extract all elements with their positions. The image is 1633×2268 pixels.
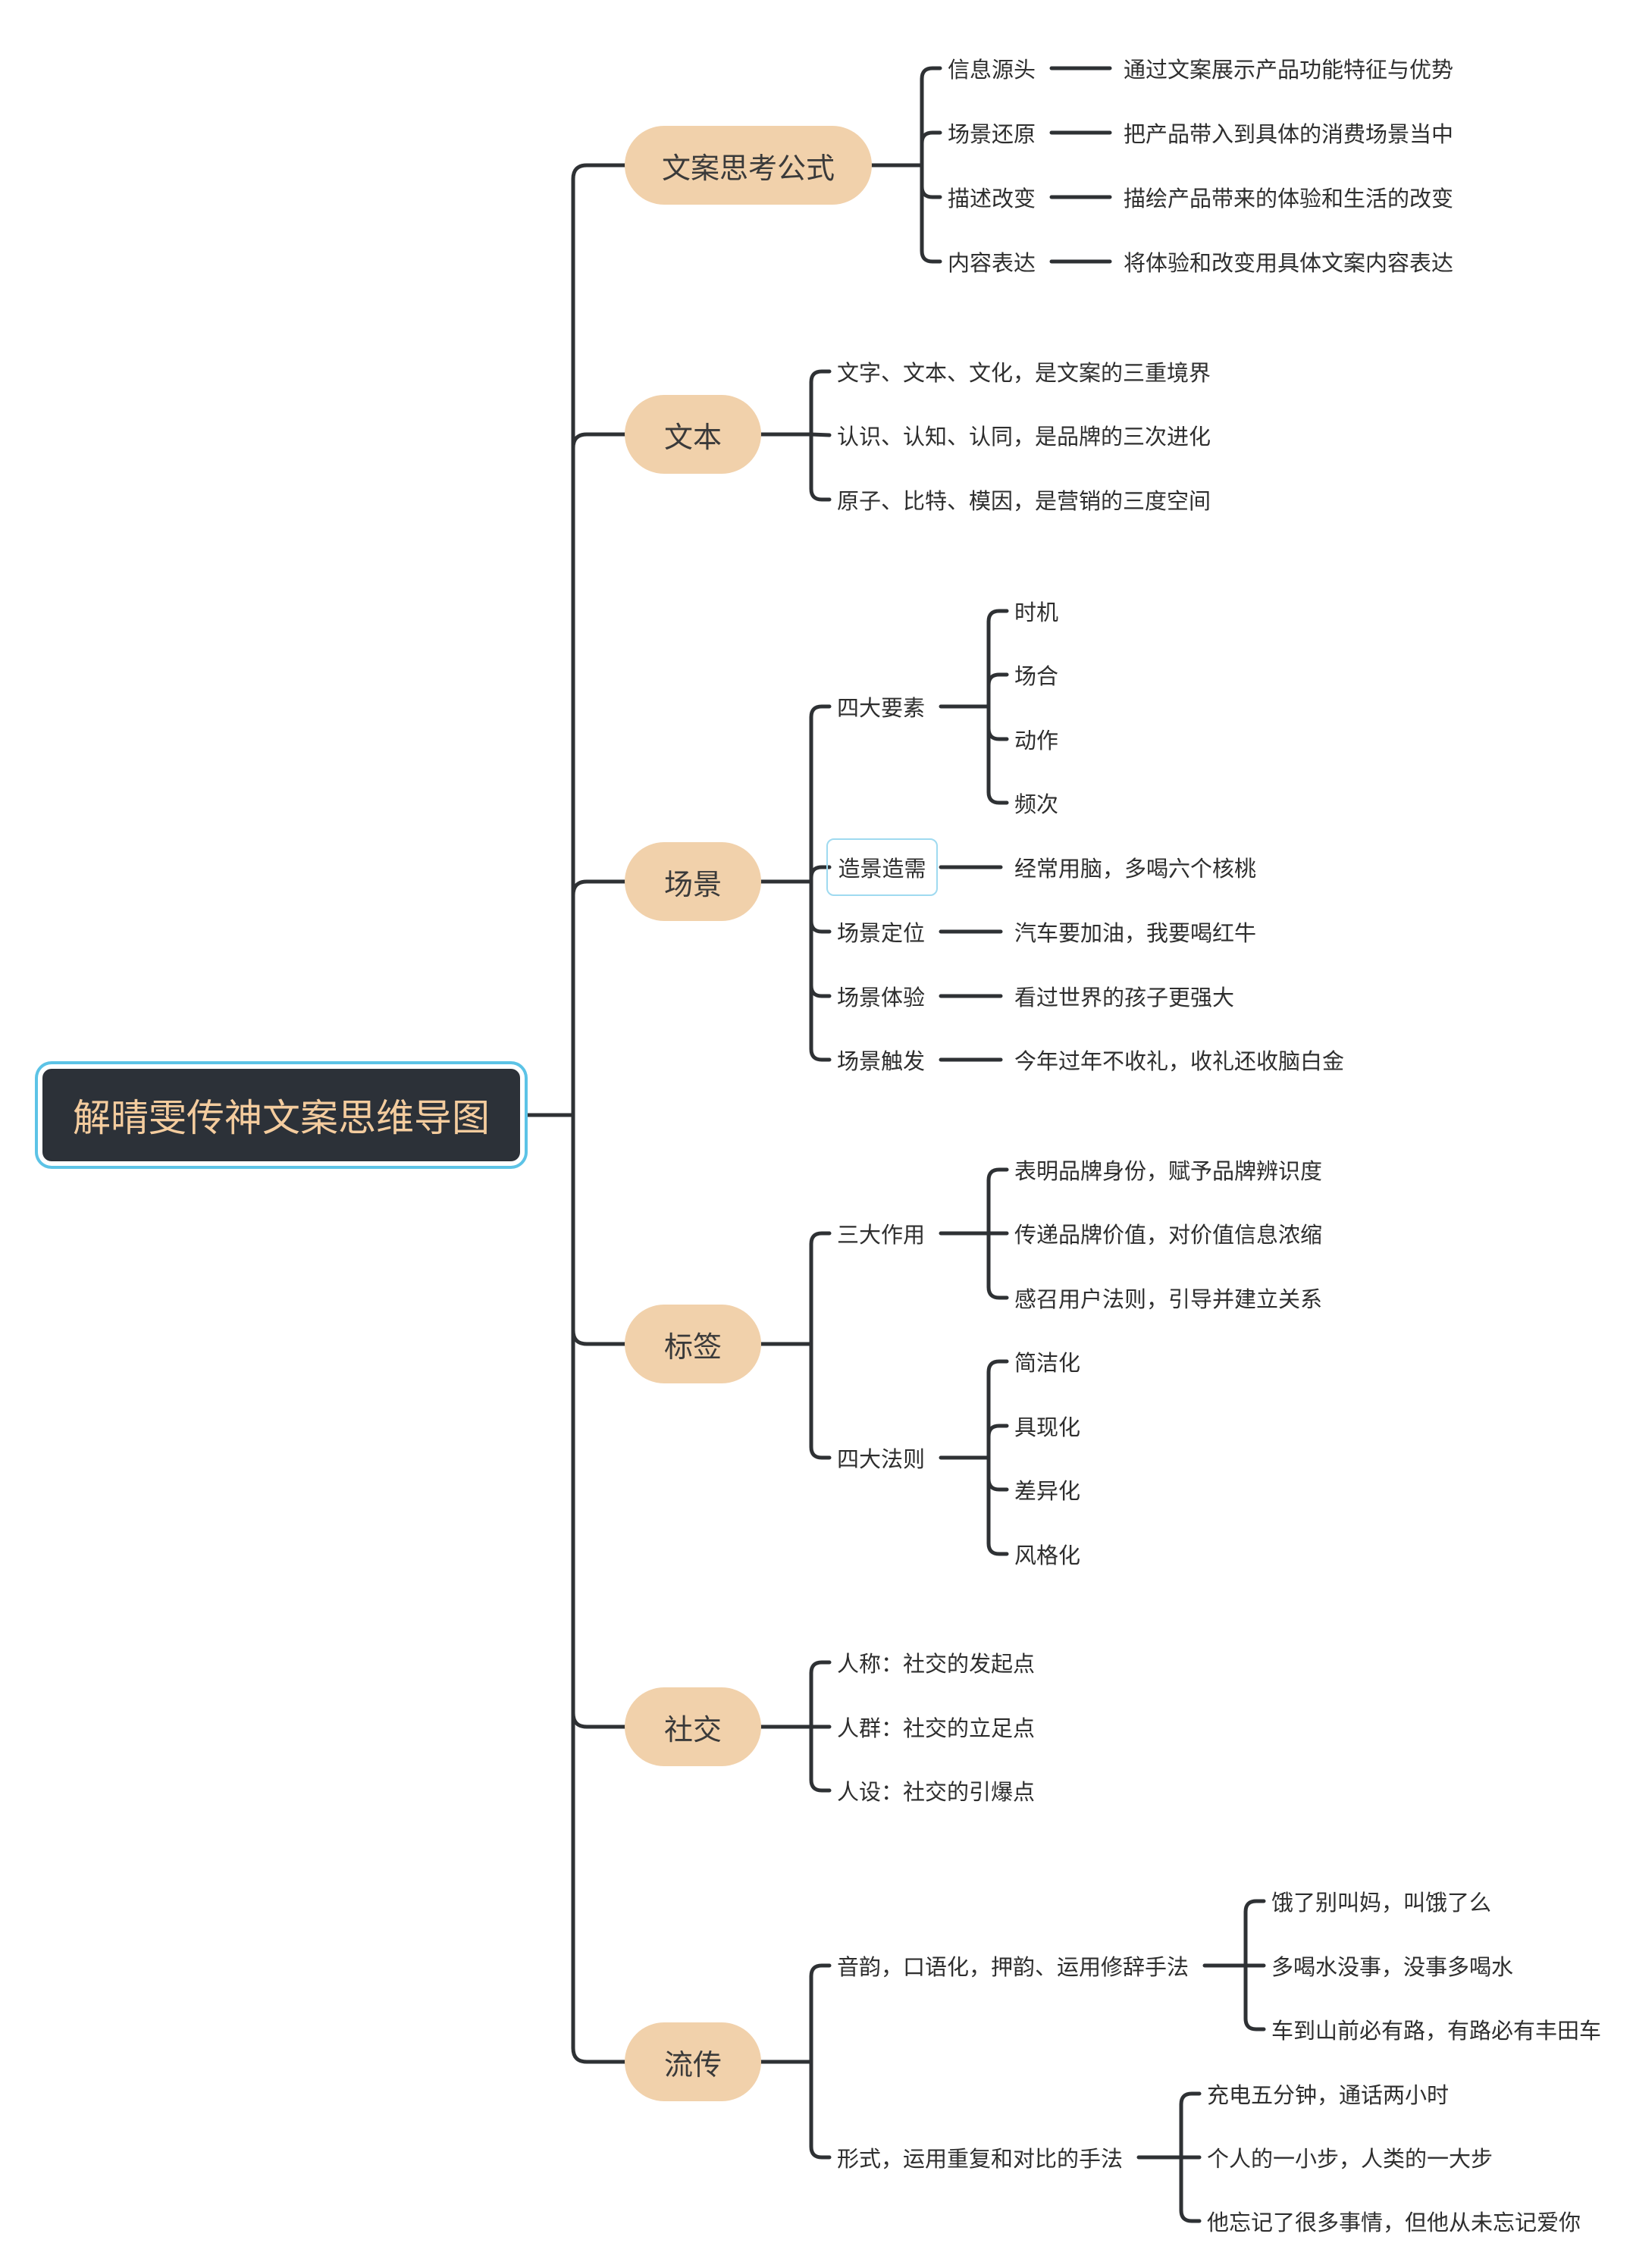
link-b4c1-2 (986, 1231, 1009, 1300)
topic-b4c2d[interactable]: 风格化 (1014, 1543, 1081, 1568)
link-b3-3 (809, 879, 832, 998)
topic-b3c1a[interactable]: 时机 (1014, 600, 1059, 625)
link-b3-4 (809, 879, 832, 1062)
link-b2-2 (809, 432, 832, 502)
topic-b6c1b[interactable]: 多喝水没事，没事多喝水 (1271, 1954, 1514, 1980)
trunk-1 (571, 432, 627, 1117)
branch-b4[interactable]: 标签 (625, 1305, 761, 1383)
link-b3-0 (809, 704, 832, 884)
topic-b4c1[interactable]: 三大作用 (837, 1222, 926, 1248)
topic-b4c2c[interactable]: 差异化 (1014, 1478, 1081, 1504)
link-b1-2 (920, 163, 942, 199)
trunk-4 (571, 1113, 627, 1729)
topic-b1c3a[interactable]: 描绘产品带来的体验和生活的改变 (1124, 186, 1454, 211)
trunk-0 (571, 163, 627, 1117)
topic-b1c4[interactable]: 内容表达 (948, 250, 1036, 276)
topic-b3c1d[interactable]: 频次 (1014, 791, 1059, 817)
topic-b4c2a[interactable]: 简洁化 (1014, 1350, 1081, 1376)
link-b1-1 (920, 130, 942, 168)
topic-b4c1b[interactable]: 传递品牌价值，对价值信息浓缩 (1014, 1222, 1323, 1248)
topic-b6c1a[interactable]: 饿了别叫妈，叫饿了么 (1271, 1890, 1492, 1916)
topic-b6c1[interactable]: 音韵，口语化，押韵、运用修辞手法 (837, 1954, 1189, 1980)
topic-b3c3a[interactable]: 汽车要加油，我要喝红牛 (1014, 920, 1257, 946)
trunk-3 (571, 1113, 627, 1346)
link-b3c1-3 (986, 704, 1009, 805)
link-b3c1-2 (986, 704, 1009, 741)
root-topic[interactable]: 解晴雯传神文案思维导图 (42, 1069, 520, 1161)
link-b4c1-0 (986, 1167, 1009, 1236)
topic-b1c4a[interactable]: 将体验和改变用具体文案内容表达 (1124, 250, 1454, 276)
topic-b3c4[interactable]: 场景体验 (837, 985, 926, 1010)
topic-b6c1c[interactable]: 车到山前必有路，有路必有丰田车 (1271, 2018, 1602, 2044)
link-b6-0 (809, 1963, 832, 2064)
topic-b4c2[interactable]: 四大法则 (837, 1446, 926, 1472)
topic-b1c2[interactable]: 场景还原 (948, 121, 1036, 147)
topic-b3c1c[interactable]: 动作 (1014, 728, 1059, 753)
link-b6c1-0 (1243, 1899, 1266, 1968)
topic-b2c3[interactable]: 原子、比特、模因，是营销的三度空间 (837, 488, 1211, 514)
topic-b3c4a[interactable]: 看过世界的孩子更强大 (1014, 985, 1235, 1010)
link-b1-3 (920, 163, 942, 264)
topic-b3c3[interactable]: 场景定位 (837, 920, 926, 946)
link-b1-0 (920, 66, 942, 168)
link-b6c2-0 (1179, 2091, 1202, 2160)
link-b4c2-2 (986, 1455, 1009, 1492)
link-b6-1 (809, 2060, 832, 2160)
link-b6c2-2 (1179, 2155, 1202, 2223)
branch-b5[interactable]: 社交 (625, 1687, 761, 1766)
topic-b3c5[interactable]: 场景触发 (837, 1048, 926, 1074)
trunk-5 (571, 1113, 627, 2064)
topic-b6c2c[interactable]: 他忘记了很多事情，但他从未忘记爱你 (1207, 2210, 1581, 2235)
link-b4c2-3 (986, 1455, 1009, 1556)
topic-b4c2b[interactable]: 具现化 (1014, 1414, 1081, 1440)
topic-b3c5a[interactable]: 今年过年不收礼，收礼还收脑白金 (1014, 1048, 1345, 1074)
link-b4-0 (809, 1231, 832, 1346)
topic-b1c3[interactable]: 描述改变 (948, 186, 1036, 211)
topic-b3c2[interactable]: 造景造需 (826, 838, 938, 896)
topic-b3c1b[interactable]: 场合 (1014, 663, 1059, 689)
topic-b6c2[interactable]: 形式，运用重复和对比的手法 (837, 2146, 1124, 2172)
link-b4c2-0 (986, 1359, 1009, 1460)
topic-b6c2a[interactable]: 充电五分钟，通话两小时 (1207, 2082, 1450, 2108)
link-b2-0 (809, 369, 832, 437)
topic-b1c1[interactable]: 信息源头 (948, 57, 1036, 83)
link-b4-1 (809, 1342, 832, 1460)
link-b2-1 (809, 432, 832, 437)
topic-b3c1[interactable]: 四大要素 (837, 695, 926, 721)
topic-b1c1a[interactable]: 通过文案展示产品功能特征与优势 (1124, 57, 1454, 83)
topic-b4c1a[interactable]: 表明品牌身份，赋予品牌辨识度 (1014, 1158, 1323, 1184)
topic-b6c2b[interactable]: 个人的一小步，人类的一大步 (1207, 2146, 1494, 2172)
link-b3-1 (809, 865, 832, 884)
trunk-2 (571, 879, 627, 1117)
topic-b3c2a[interactable]: 经常用脑，多喝六个核桃 (1014, 856, 1257, 882)
branch-b2[interactable]: 文本 (625, 395, 761, 474)
branch-b6[interactable]: 流传 (625, 2022, 761, 2101)
topic-b5c2[interactable]: 人群：社交的立足点 (837, 1715, 1036, 1741)
topic-b4c1c[interactable]: 感召用户法则，引导并建立关系 (1014, 1286, 1323, 1312)
topic-b5c1[interactable]: 人称：社交的发起点 (837, 1651, 1036, 1677)
link-b3c1-1 (986, 672, 1009, 709)
link-b4c2-1 (986, 1424, 1009, 1460)
branch-b1[interactable]: 文案思考公式 (625, 126, 872, 205)
topic-b1c2a[interactable]: 把产品带入到具体的消费场景当中 (1124, 121, 1454, 147)
topic-b2c2[interactable]: 认识、认知、认同，是品牌的三次进化 (837, 424, 1211, 450)
link-b3c1-0 (986, 609, 1009, 709)
link-b5-2 (809, 1724, 832, 1793)
link-b5-0 (809, 1660, 832, 1729)
topic-b5c3[interactable]: 人设：社交的引爆点 (837, 1779, 1036, 1805)
topic-b2c1[interactable]: 文字、文本、文化，是文案的三重境界 (837, 360, 1211, 386)
branch-b3[interactable]: 场景 (625, 842, 761, 921)
link-b6c1-2 (1243, 1963, 1266, 2031)
